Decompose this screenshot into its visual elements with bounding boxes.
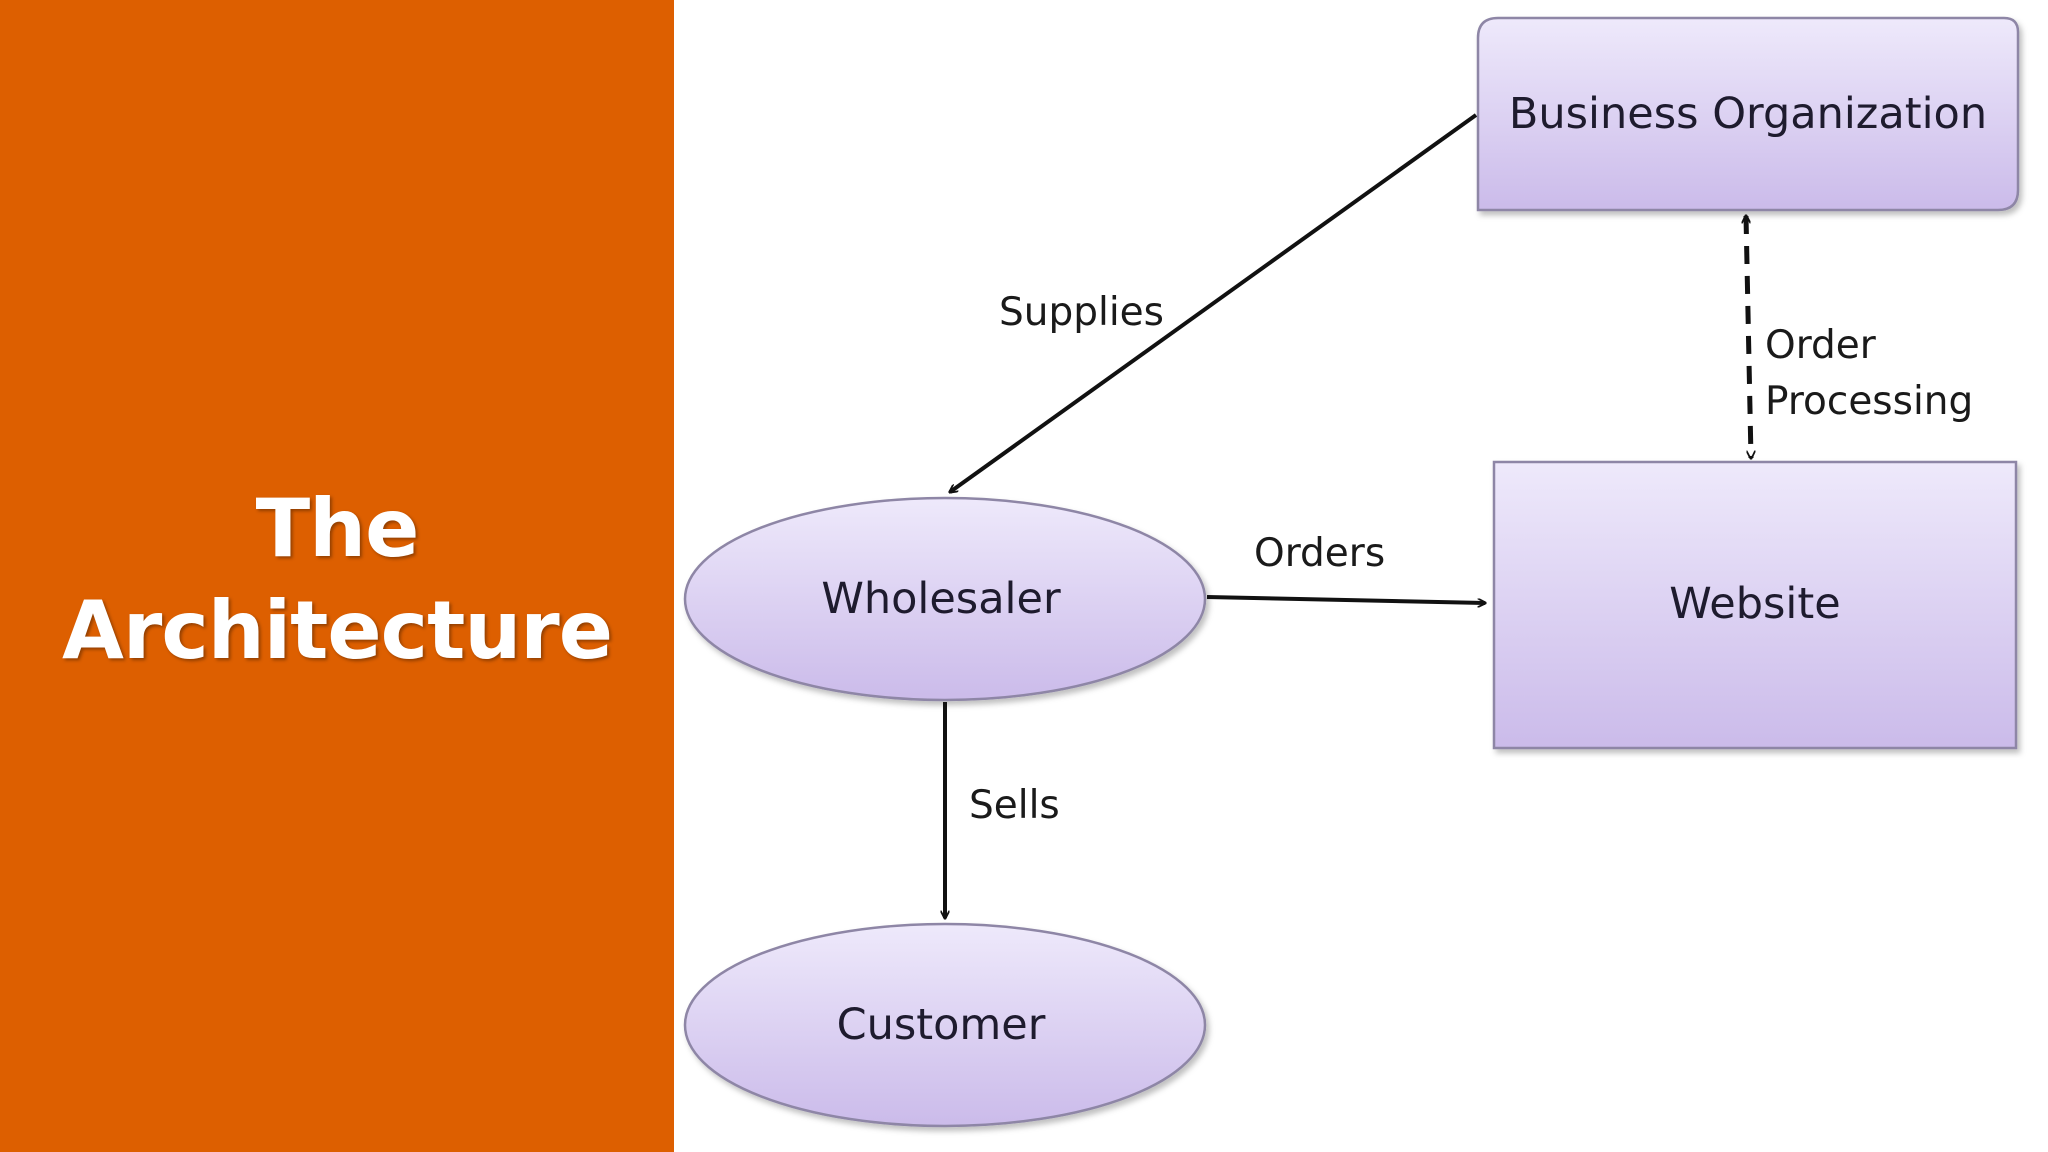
edge-order-processing-line bbox=[1746, 216, 1751, 458]
edge-orders: Orders bbox=[1206, 531, 1485, 603]
node-label-wholesaler: Wholesaler bbox=[821, 574, 1061, 624]
edge-supplies-line bbox=[950, 113, 1478, 492]
edge-label-order-processing-line-1: Order bbox=[1765, 323, 1877, 368]
node-wholesaler: Wholesaler bbox=[683, 496, 1207, 702]
slide-title: The Architecture bbox=[0, 478, 674, 682]
edge-sells: Sells bbox=[945, 702, 1060, 918]
node-label-website: Website bbox=[1669, 579, 1840, 629]
edge-supplies: Supplies bbox=[950, 113, 1478, 492]
edge-orders-line bbox=[1206, 595, 1485, 603]
node-label-business-organization: Business Organization bbox=[1509, 89, 1987, 139]
edge-order-processing: Order Processing bbox=[1746, 216, 1973, 458]
edge-label-supplies: Supplies bbox=[999, 290, 1164, 335]
edge-label-orders: Orders bbox=[1254, 531, 1385, 576]
edge-label-order-processing-line-2: Processing bbox=[1765, 379, 1973, 424]
title-panel: The Architecture bbox=[0, 0, 674, 1152]
edge-label-sells: Sells bbox=[969, 783, 1060, 828]
node-customer: Customer bbox=[683, 922, 1207, 1128]
slide-title-line-1: The bbox=[255, 482, 420, 575]
slide-title-line-2: Architecture bbox=[62, 584, 613, 677]
node-website: Website bbox=[1492, 460, 2018, 750]
node-business-organization: Business Organization bbox=[1476, 16, 2020, 212]
node-label-customer: Customer bbox=[837, 1000, 1046, 1050]
